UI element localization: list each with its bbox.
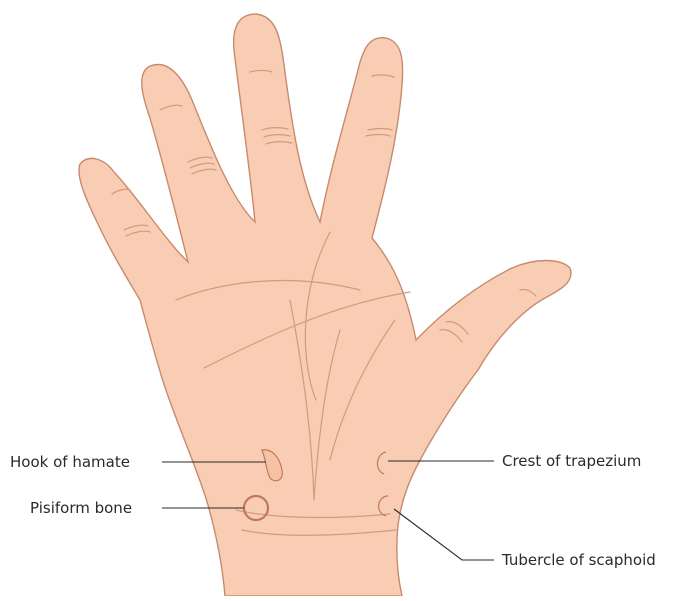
tubercle-of-scaphoid-leader (394, 509, 494, 560)
pisiform-bone-label: Pisiform bone (30, 499, 132, 517)
crest-of-trapezium-label: Crest of trapezium (502, 452, 641, 470)
hook-of-hamate-label: Hook of hamate (10, 453, 130, 471)
tubercle-of-scaphoid-label: Tubercle of scaphoid (502, 551, 656, 569)
hand-outline (79, 14, 571, 596)
